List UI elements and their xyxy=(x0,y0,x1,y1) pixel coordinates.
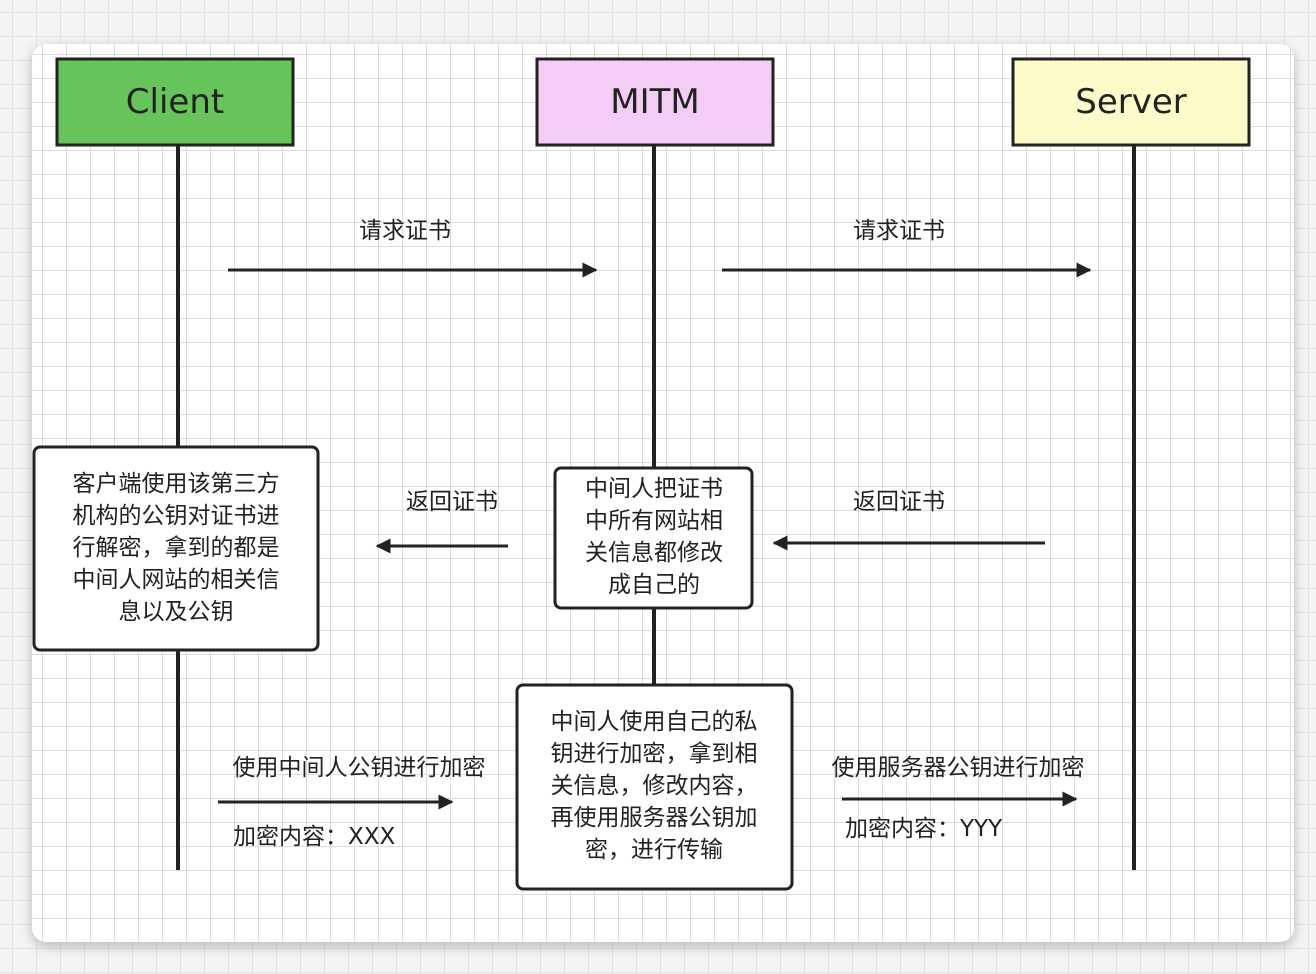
mitm-actor: MITM xyxy=(535,57,775,147)
server-actor: Server xyxy=(1011,57,1251,147)
mitm-reencrypt-line-4: 再使用服务器公钥加 xyxy=(551,805,758,831)
client-note-line-2: 机构的公钥对证书进 xyxy=(73,503,280,529)
sequence-diagram: Client MITM Server 请求证书 请求证书 返回证书 返回证书 客… xyxy=(32,57,1251,891)
client-encrypt-label: 使用中间人公钥进行加密 xyxy=(233,755,486,781)
mitm-replace-line-3: 关信息都修改 xyxy=(585,540,723,566)
mitm-replace-line-2: 中所有网站相 xyxy=(585,508,723,534)
diagram-card: Client MITM Server 请求证书 请求证书 返回证书 返回证书 客… xyxy=(32,44,1294,942)
client-note-line-1: 客户端使用该第三方 xyxy=(73,471,280,497)
mitm-request-label: 请求证书 xyxy=(853,218,945,244)
mitm-reencrypt-line-3: 关信息，修改内容， xyxy=(551,773,758,799)
client-decrypt-note: 客户端使用该第三方 机构的公钥对证书进 行解密，拿到的都是 中间人网站的相关信 … xyxy=(32,445,320,652)
server-actor-label: Server xyxy=(1075,82,1187,122)
mitm-encrypt-label: 使用服务器公钥进行加密 xyxy=(832,755,1085,781)
mitm-actor-label: MITM xyxy=(610,82,699,122)
mitm-reencrypt-note: 中间人使用自己的私 钥进行加密，拿到相 关信息，修改内容， 再使用服务器公钥加 … xyxy=(515,683,794,891)
client-note-line-4: 中间人网站的相关信 xyxy=(73,567,280,593)
client-note-line-5: 息以及公钥 xyxy=(119,599,234,625)
client-content-label: 加密内容：XXX xyxy=(233,824,396,850)
client-request-label: 请求证书 xyxy=(359,218,451,244)
mitm-reencrypt-line-1: 中间人使用自己的私 xyxy=(551,709,758,735)
mitm-replace-line-1: 中间人把证书 xyxy=(585,476,723,502)
mitm-reencrypt-line-2: 钥进行加密，拿到相 xyxy=(551,740,758,767)
mitm-reencrypt-line-5: 密，进行传输 xyxy=(585,837,723,863)
mitm-content-label: 加密内容：YYY xyxy=(845,816,1003,842)
mitm-return-label: 返回证书 xyxy=(406,489,498,515)
mitm-replace-note: 中间人把证书 中所有网站相 关信息都修改 成自己的 xyxy=(553,466,754,610)
server-return-label: 返回证书 xyxy=(853,489,945,515)
client-actor: Client xyxy=(55,57,295,147)
client-note-line-3: 行解密，拿到的都是 xyxy=(73,534,280,561)
mitm-replace-line-4: 成自己的 xyxy=(608,572,700,598)
server-actor-box xyxy=(1011,57,1251,147)
mitm-actor-box xyxy=(535,57,775,147)
client-actor-box xyxy=(55,57,295,147)
client-actor-label: Client xyxy=(126,82,224,122)
